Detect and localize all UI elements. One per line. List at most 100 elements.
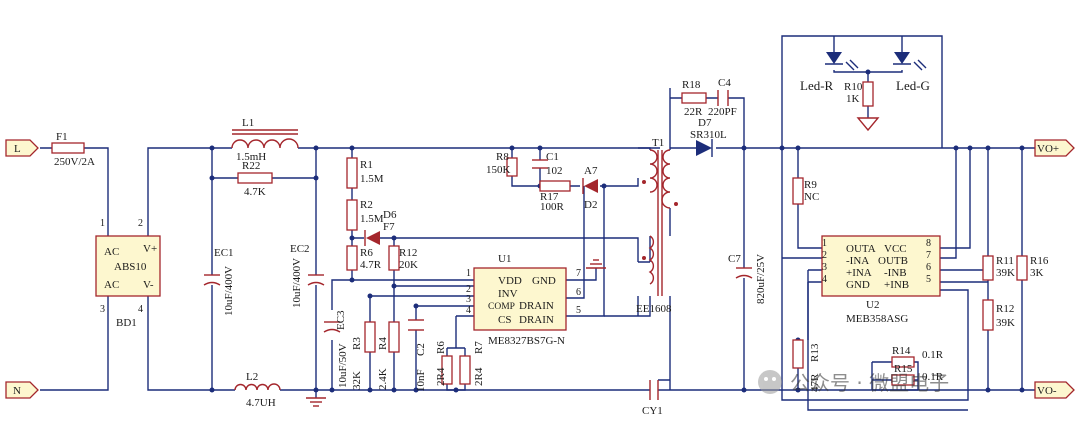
r3-ref: R3	[351, 337, 363, 350]
c1-ref: C1	[546, 151, 559, 163]
r12a-value: 20K	[399, 259, 418, 271]
resistor-r4: R4 2.4K	[377, 321, 400, 390]
net-port-neutral: N	[5, 381, 39, 399]
resistor-r17: R17 100R	[539, 180, 571, 213]
u1-n7: 7	[576, 268, 581, 279]
u1-pin-gnd: GND	[532, 275, 556, 287]
u1-n2: 2	[466, 284, 471, 295]
u1-n4: 4	[466, 305, 471, 316]
r15-ref: R15	[894, 363, 913, 375]
ec1-ref: EC1	[214, 247, 234, 259]
u2-n7: 7	[926, 250, 931, 261]
r8-ref: R8	[496, 151, 509, 163]
ec3-value: 10uF/50V	[337, 343, 349, 388]
u1-pin-vdd: VDD	[498, 275, 522, 287]
resistor-r12-top: R12 20K	[388, 245, 418, 271]
d2-ref: D2	[584, 199, 597, 211]
f1-ref: F1	[56, 131, 68, 143]
r14-ref: R14	[892, 345, 911, 357]
f7-ref: F7	[383, 221, 395, 233]
d7-ref: D7	[698, 117, 712, 129]
r12b-ref: R12	[996, 303, 1014, 315]
ic-u2: OUTA -INA +INA GND VCC OUTB -INB +INB 1 …	[821, 235, 941, 325]
resistor-r6-top: R6 4.7R	[346, 245, 382, 271]
r2-ref: R2	[360, 199, 373, 211]
resistor-r9: R9 NC	[792, 177, 819, 205]
l1-ref: L1	[242, 117, 254, 129]
r7-value: 2R4	[473, 367, 485, 386]
r6a-ref: R6	[360, 247, 373, 259]
r10-ref: R10	[844, 81, 863, 93]
ground-symbol-u1	[586, 259, 606, 269]
capacitor-ec3: EC3 10uF/50V	[323, 310, 349, 388]
bd1-ac2: AC	[104, 279, 119, 291]
r13-value: 47R	[809, 373, 821, 392]
u1-pin-inv: INV	[498, 288, 518, 300]
resistor-r12-fb: R12 39K	[982, 299, 1015, 331]
r11-value: 39K	[996, 267, 1015, 279]
u2-pin-outa: OUTA	[846, 243, 876, 255]
fuse-f1: F1 250V/2A	[51, 131, 95, 168]
resistor-r13: R13 47R	[792, 339, 821, 392]
u1-pin-drain-b: DRAIN	[519, 314, 554, 326]
r15-value: 0.1R	[922, 371, 944, 383]
resistor-r2: R2 1.5M	[346, 199, 384, 231]
capacitor-c4: C4 220PF	[708, 77, 737, 118]
r11-ref: R11	[996, 255, 1014, 267]
u2-n1: 1	[822, 238, 827, 249]
net-label-line: L	[14, 143, 21, 155]
r6b-value: 2R4	[435, 367, 447, 386]
r16-ref: R16	[1030, 255, 1049, 267]
u1-ref: U1	[498, 253, 511, 265]
c4-value: 220PF	[708, 106, 737, 118]
bd1-ref: BD1	[116, 317, 137, 329]
resistor-r11: R11 39K	[982, 255, 1015, 281]
u1-part: ME8327BS7G-N	[488, 335, 565, 347]
l2-value: 4.7UH	[246, 397, 276, 409]
a7-ref: A7	[584, 165, 598, 177]
r14-value: 0.1R	[922, 349, 944, 361]
bd1-vneg: V-	[143, 279, 154, 291]
bd1-pin1: 1	[100, 218, 105, 229]
r8-value: 150K	[486, 164, 511, 176]
bd1-pin4: 4	[138, 304, 143, 315]
led-green-label: Led-G	[896, 78, 930, 93]
r1-value: 1.5M	[360, 173, 384, 185]
u2-n8: 8	[926, 238, 931, 249]
resistor-r6-sense: R6 2R4	[435, 341, 453, 386]
u1-n3: 3	[466, 294, 471, 305]
watermark-text: 公众号 · 微盟电子	[790, 371, 949, 395]
ec1-value: 10uF/400V	[223, 266, 235, 316]
watermark: 公众号 · 微盟电子	[758, 370, 949, 395]
diode-d2: A7 D2	[582, 165, 598, 211]
wires	[40, 35, 1045, 411]
r6a-value: 4.7R	[360, 259, 382, 271]
capacitor-c2: C2 10nF	[408, 319, 427, 392]
l2-ref: L2	[246, 371, 258, 383]
r22-value: 4.7K	[244, 186, 266, 198]
net-port-vout-pos: VO+	[1034, 139, 1075, 157]
bd1-pin2: 2	[138, 218, 143, 229]
u2-part: MEB358ASG	[846, 313, 908, 325]
cy1-ref: CY1	[642, 405, 663, 417]
u1-n1: 1	[466, 268, 471, 279]
r10-value: 1K	[846, 93, 860, 105]
u2-n2: 2	[822, 250, 827, 261]
u2-pin-inb-pos: +INB	[884, 279, 909, 291]
net-label-neutral: N	[13, 385, 21, 397]
u2-pin-ina-pos: +INA	[846, 267, 872, 279]
resistor-r1: R1 1.5M	[346, 157, 384, 189]
resistor-r7-sense: R7 2R4	[459, 341, 485, 386]
u2-pin-ina-neg: -INA	[846, 255, 869, 267]
c2-ref: C2	[415, 343, 427, 356]
r13-ref: R13	[809, 343, 821, 362]
inductor-l2: L2 4.7UH	[234, 371, 281, 409]
led-red: Led-R	[800, 52, 859, 93]
d7-part: SR310L	[690, 129, 727, 141]
ec2-ref: EC2	[290, 243, 310, 255]
bd1-part: ABS10	[114, 261, 147, 273]
r4-ref: R4	[377, 337, 389, 350]
u2-ref: U2	[866, 299, 879, 311]
